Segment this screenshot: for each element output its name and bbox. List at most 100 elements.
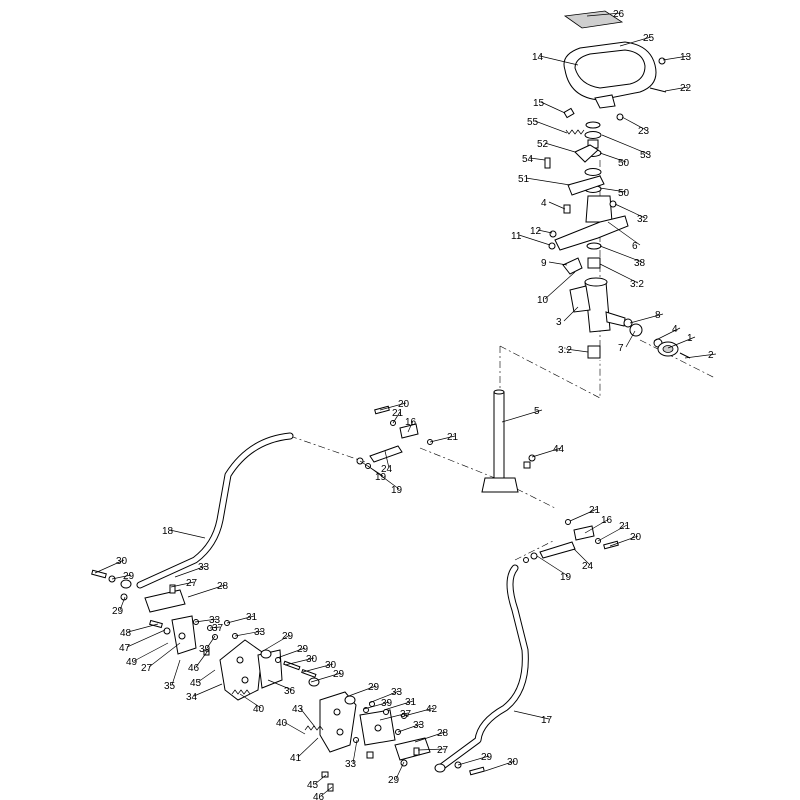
leader-line (544, 142, 576, 153)
part-number-label: 4 (672, 324, 678, 335)
part-number-label: 32 (637, 214, 649, 225)
part-number-label: 48 (120, 628, 132, 639)
callout-20: 20 (609, 532, 642, 547)
part-number-label: 29 (481, 752, 493, 763)
leader-line (193, 683, 223, 697)
leader-line (548, 261, 568, 266)
callout-4: 4 (541, 198, 566, 210)
handle-frame (563, 41, 667, 109)
callout-35: 35 (164, 659, 181, 692)
leader-line (194, 618, 218, 623)
control-rod-left (136, 432, 294, 589)
callout-41: 41 (290, 737, 319, 764)
leader-line (513, 710, 550, 720)
leader-line (599, 263, 639, 284)
part-number-label: 14 (532, 52, 544, 63)
callout-20: 20 (379, 399, 410, 411)
part-number-label: 15 (533, 98, 545, 109)
part-number-label: 21 (447, 432, 459, 443)
leader-line (276, 647, 306, 659)
callout-40: 40 (239, 693, 265, 715)
callout-29: 29 (112, 596, 126, 617)
leader-line (484, 760, 516, 772)
leader-line (169, 529, 206, 539)
callout-38: 38 (599, 245, 646, 269)
callout-14: 14 (532, 52, 579, 66)
leader-line (518, 234, 551, 246)
callout-16: 16 (584, 515, 613, 534)
spring-55 (565, 129, 585, 135)
part-number-label: 3 (556, 317, 562, 328)
part-number-label: 31 (405, 697, 417, 708)
part-number-label: 17 (541, 715, 553, 726)
leader-line (239, 693, 262, 709)
part-number-label: 29 (282, 631, 294, 642)
part-number-label: 39 (381, 698, 393, 709)
control-rod-right (436, 564, 529, 772)
part-number-label: 6 (632, 241, 638, 252)
leader-line (684, 353, 717, 359)
callout-24: 24 (573, 548, 594, 572)
part-number-label: 19 (391, 485, 403, 496)
part-number-label: 36 (284, 686, 296, 697)
leader-line (283, 721, 306, 735)
leader-line (548, 201, 566, 210)
callout-26: 26 (586, 9, 625, 20)
lever-6 (548, 195, 629, 275)
callout-4: 4 (653, 324, 681, 342)
part-number-label: 51 (518, 174, 530, 185)
leader-line (310, 672, 342, 683)
leader-line (525, 177, 571, 186)
leader-line (664, 86, 689, 92)
callout-2: 2 (684, 350, 717, 361)
leader-line (297, 737, 319, 758)
callout-15: 15 (533, 98, 566, 114)
leader-line (565, 348, 589, 353)
callout-27: 27 (417, 745, 449, 756)
callout-13: 13 (662, 52, 692, 63)
part-number-label: 28 (217, 581, 229, 592)
callout-52: 52 (537, 139, 576, 153)
callout-30: 30 (484, 757, 519, 772)
part-number-label: 34 (186, 692, 198, 703)
leader-line (133, 642, 169, 662)
callout-24: 24 (381, 450, 393, 475)
part-number-label: 55 (527, 117, 539, 128)
leader-line (597, 524, 628, 542)
part-number-label: 4 (541, 198, 547, 209)
part-number-label: 23 (638, 126, 650, 137)
part-number-label: 40 (276, 718, 288, 729)
part-number-label: 30 (306, 654, 318, 665)
part-number-label: 13 (680, 52, 692, 63)
leader-line (609, 535, 639, 547)
callout-28: 28 (187, 581, 229, 598)
leader-line (403, 707, 435, 717)
part-number-label: 19 (560, 572, 572, 583)
callout-50: 50 (599, 152, 630, 169)
part-number-label: 46 (188, 663, 200, 674)
callout-46: 46 (313, 786, 333, 800)
callout-3: 3 (556, 306, 579, 328)
part-number-label: 19 (375, 472, 387, 483)
part-number-label: 29 (333, 669, 345, 680)
part-number-label: 7 (618, 343, 624, 354)
leader-line (379, 712, 409, 721)
callout-21: 21 (569, 505, 601, 522)
callout-29: 29 (111, 571, 135, 582)
callout-33: 33 (234, 627, 266, 638)
steering-shaft (481, 389, 536, 493)
right-link-hardware (523, 519, 619, 563)
part-number-label: 50 (618, 188, 630, 199)
callout-21: 21 (429, 432, 459, 443)
leader-line (383, 700, 414, 711)
callout-33: 33 (368, 687, 403, 704)
callout-46: 46 (188, 651, 208, 674)
pivot-body (569, 277, 691, 359)
leader-line (111, 574, 132, 580)
part-number-label: 11 (511, 231, 522, 242)
part-number-label: 18 (162, 526, 174, 537)
left-lower-hardware (91, 569, 238, 656)
part-number-label: 27 (437, 745, 449, 756)
part-number-label: 21 (392, 408, 404, 419)
part-number-label: 24 (381, 464, 393, 475)
